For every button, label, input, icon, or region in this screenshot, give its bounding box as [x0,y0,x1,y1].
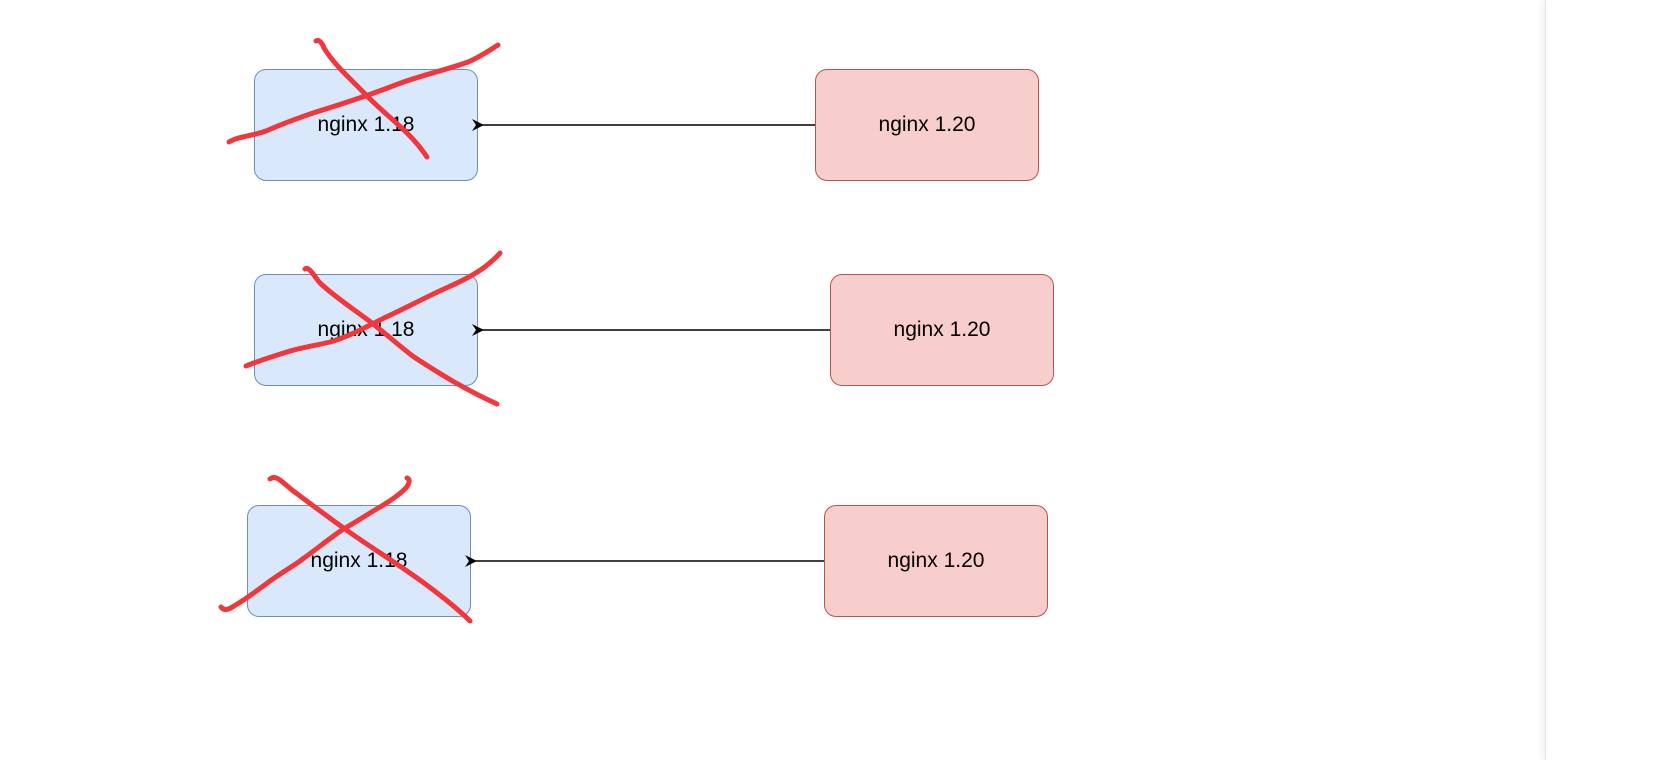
node-label: nginx 1.18 [317,113,415,136]
node-nginx-1-20-row-3[interactable]: nginx 1.20 [824,505,1048,617]
node-label: nginx 1.18 [310,549,408,572]
node-nginx-1-20-row-1[interactable]: nginx 1.20 [815,69,1039,181]
node-nginx-1-18-row-3[interactable]: nginx 1.18 [247,505,471,617]
node-nginx-1-20-row-2[interactable]: nginx 1.20 [830,274,1054,386]
node-label: nginx 1.18 [317,318,415,341]
node-label: nginx 1.20 [887,549,985,572]
right-panel-edge [1545,0,1676,760]
node-nginx-1-18-row-2[interactable]: nginx 1.18 [254,274,478,386]
node-label: nginx 1.20 [878,113,976,136]
node-nginx-1-18-row-1[interactable]: nginx 1.18 [254,69,478,181]
node-label: nginx 1.20 [893,318,991,341]
